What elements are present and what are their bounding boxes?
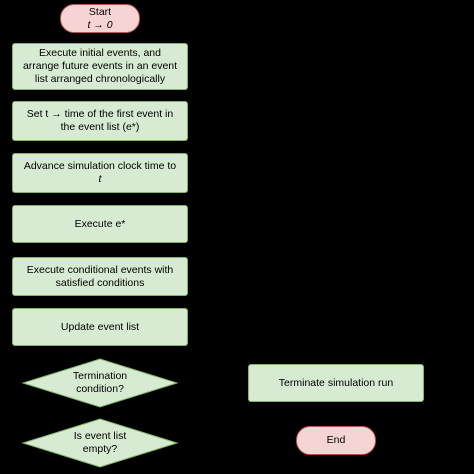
set-time-first-event-node: Set t → time of the first event in the e…: [12, 101, 188, 141]
start-node: Start t → 0: [60, 4, 140, 33]
step4-line1: Execute e*: [74, 217, 126, 230]
start-label: Start: [88, 5, 112, 18]
step1-line2: arrange future events in an event: [22, 60, 178, 72]
execute-conditional-events-node: Execute conditional events with satisfie…: [12, 257, 188, 296]
decision-diamond-shape: [22, 418, 178, 468]
end-label: End: [326, 434, 346, 446]
termination-condition-decision: Termination condition?: [22, 358, 178, 408]
decision1-line1: Termination: [72, 370, 128, 382]
step3-line2: t: [98, 173, 102, 185]
step6-line1: Update event list: [60, 320, 140, 333]
decision2-line2: empty?: [82, 443, 118, 455]
end-node: End: [296, 426, 376, 455]
decision-diamond-shape: [22, 358, 178, 408]
update-event-list-node: Update event list: [12, 308, 188, 346]
step1-line3: list arranged chronologically: [34, 73, 166, 85]
terminate-line1: Terminate simulation run: [278, 376, 394, 389]
execute-initial-events-node: Execute initial events, and arrange futu…: [12, 43, 188, 90]
step2-line1: Set t → time of the first event in: [26, 108, 174, 120]
terminate-simulation-node: Terminate simulation run: [248, 364, 424, 402]
advance-clock-node: Advance simulation clock time to t: [12, 153, 188, 193]
step2-line2: the event list (e*): [60, 121, 140, 133]
start-sublabel: t → 0: [87, 18, 113, 31]
step3-line1: Advance simulation clock time to: [23, 160, 177, 172]
decision1-line2: condition?: [76, 383, 124, 395]
step5-line2: satisfied conditions: [55, 276, 145, 289]
event-list-empty-decision: Is event list empty?: [22, 418, 178, 468]
decision2-line1: Is event list: [73, 430, 127, 442]
step5-line1: Execute conditional events with: [26, 263, 174, 276]
execute-event-node: Execute e*: [12, 205, 188, 243]
step1-line1: Execute initial events, and: [39, 47, 161, 59]
